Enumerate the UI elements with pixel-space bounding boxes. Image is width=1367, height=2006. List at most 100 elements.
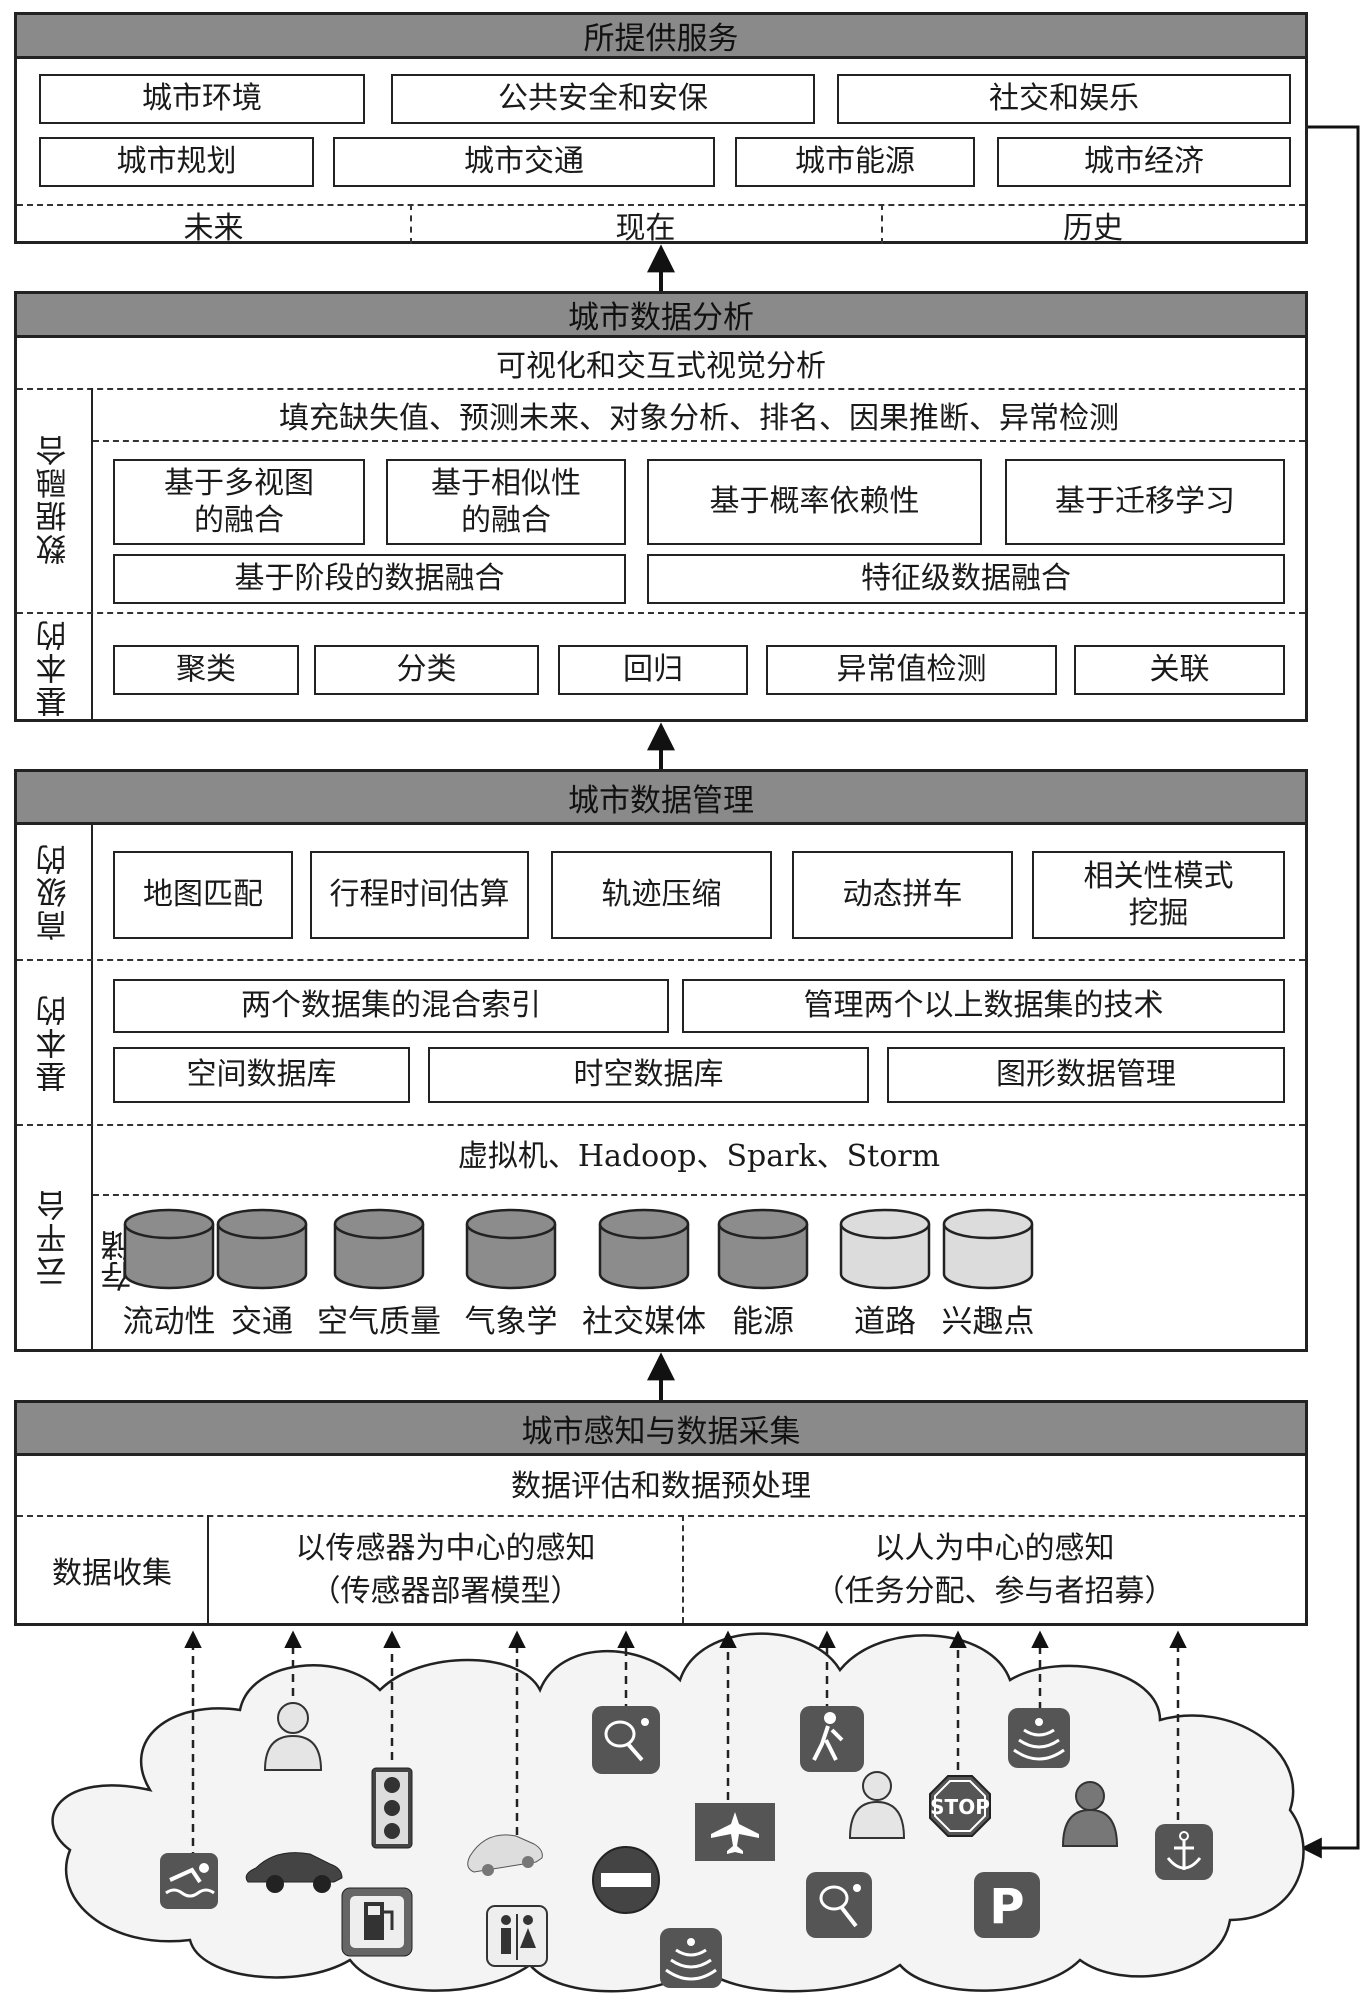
service-urban-environment: 城市环境	[39, 74, 365, 124]
database-icon	[216, 1208, 308, 1290]
human-centric-sensing: 以人为中心的感知 （任务分配、参与者招募）	[814, 1530, 1175, 1610]
storage-database-3	[333, 1208, 425, 1292]
restroom-icon	[486, 1905, 548, 1967]
data-collection: 数据收集	[52, 1556, 172, 1591]
airplane-icon	[695, 1803, 775, 1861]
storage-label-1: 流动性	[122, 1304, 216, 1340]
stop-sign-icon: STOP	[929, 1775, 991, 1837]
service-urban-energy: 城市能源	[735, 137, 975, 187]
analytics-label-column	[91, 388, 93, 722]
management-divider	[17, 959, 1305, 961]
fusion-transfer: 基于迁移学习	[1005, 459, 1285, 545]
svg-text:STOP: STOP	[930, 1795, 990, 1819]
sensing-column-divider	[682, 1515, 684, 1623]
data-preprocessing: 数据评估和数据预处理	[511, 1469, 811, 1504]
wifi-signal-icon	[1008, 1708, 1070, 1768]
time-present: 现在	[615, 211, 676, 246]
service-social-entertainment: 社交和娱乐	[837, 74, 1291, 124]
service-public-safety: 公共安全和安保	[391, 74, 815, 124]
management-panel: 城市数据管理 高级的 地图匹配 行程时间估算 轨迹压缩 动态拼车 相关性模式 挖…	[14, 769, 1308, 1352]
sensing-title: 城市感知与数据采集	[17, 1403, 1305, 1456]
wifi-signal-icon	[660, 1928, 722, 1988]
basic-hybrid-index: 两个数据集的混合索引	[113, 979, 669, 1033]
storage-database-6	[717, 1208, 809, 1292]
analytics-panel: 城市数据分析 可视化和交互式视觉分析 数据融合 填充缺失值、预测未来、对象分析、…	[14, 291, 1308, 722]
sensing-divider	[17, 1515, 1305, 1517]
fusion-feature-level: 特征级数据融合	[647, 554, 1285, 604]
adv-map-matching: 地图匹配	[113, 851, 293, 939]
svg-text:P: P	[989, 1879, 1024, 1935]
basic-spatial-database: 空间数据库	[113, 1047, 410, 1103]
time-divider	[410, 204, 412, 244]
management-label-column	[91, 825, 93, 1349]
swimming-icon	[160, 1853, 218, 1909]
services-divider	[17, 204, 1305, 206]
basic-classification: 分类	[314, 645, 539, 695]
sensing-panel: 城市感知与数据采集 数据评估和数据预处理 数据收集 以传感器为中心的感知 （传感…	[14, 1400, 1308, 1626]
database-icon	[942, 1208, 1034, 1290]
hiking-icon	[800, 1706, 864, 1772]
car-icon	[467, 1834, 543, 1876]
service-urban-transportation: 城市交通	[333, 137, 715, 187]
database-icon	[123, 1208, 215, 1290]
fusion-multiview: 基于多视图 的融合	[113, 459, 365, 545]
storage-label-4: 气象学	[464, 1304, 558, 1340]
basic-association: 关联	[1074, 645, 1285, 695]
time-future: 未来	[183, 211, 244, 246]
storage-database-2	[216, 1208, 308, 1292]
no-entry-icon	[592, 1846, 660, 1914]
time-history: 历史	[1063, 211, 1123, 246]
basic-outlier-detection: 异常值检测	[766, 645, 1057, 695]
parking-icon: P	[974, 1872, 1040, 1938]
database-icon	[465, 1208, 557, 1290]
basic-multi-dataset-techniques: 管理两个以上数据集的技术	[682, 979, 1285, 1033]
adv-travel-time-estimation: 行程时间估算	[310, 851, 529, 939]
cloud-tech: 虚拟机、Hadoop、Spark、Storm	[457, 1139, 941, 1174]
analytics-divider	[17, 612, 1305, 614]
storage-label-2: 交通	[231, 1304, 293, 1340]
storage-database-4	[465, 1208, 557, 1292]
storage-label-3: 空气质量	[317, 1304, 441, 1340]
fusion-similarity: 基于相似性 的融合	[386, 459, 626, 545]
database-icon	[839, 1208, 931, 1290]
management-divider	[93, 1194, 1305, 1196]
sensing-column-divider	[207, 1515, 209, 1623]
storage-label-7: 道路	[854, 1304, 916, 1340]
storage-database-1	[123, 1208, 215, 1292]
fusion-probabilistic: 基于概率依赖性	[647, 459, 982, 545]
analytics-divider	[17, 388, 1305, 390]
service-urban-planning: 城市规划	[39, 137, 314, 187]
tennis-icon	[806, 1872, 872, 1938]
tennis-icon	[592, 1706, 660, 1774]
adv-correlation-mining: 相关性模式 挖掘	[1032, 851, 1285, 939]
storage-label-8: 兴趣点	[941, 1304, 1035, 1340]
storage-label-6: 能源	[732, 1304, 794, 1340]
analytics-divider	[93, 440, 1305, 442]
person-icon	[1061, 1781, 1119, 1847]
storage-database-7	[839, 1208, 931, 1292]
storage-database-8	[942, 1208, 1034, 1292]
visual-analytics: 可视化和交互式视觉分析	[496, 349, 826, 384]
basic-spatiotemporal-database: 时空数据库	[428, 1047, 869, 1103]
analytics-title: 城市数据分析	[17, 294, 1305, 338]
basic-regression: 回归	[558, 645, 748, 695]
service-urban-economy: 城市经济	[997, 137, 1291, 187]
person-icon	[263, 1702, 323, 1771]
database-icon	[717, 1208, 809, 1290]
adv-trajectory-compression: 轨迹压缩	[551, 851, 772, 939]
database-icon	[598, 1208, 690, 1290]
gas-station-icon	[341, 1887, 413, 1957]
basic-graph-data-management: 图形数据管理	[887, 1047, 1285, 1103]
management-title: 城市数据管理	[17, 772, 1305, 825]
analytics-tasks: 填充缺失值、预测未来、对象分析、排名、因果推断、异常检测	[279, 401, 1119, 436]
anchor-icon	[1155, 1824, 1213, 1880]
management-divider	[17, 1124, 1305, 1126]
storage-database-5	[598, 1208, 690, 1292]
time-divider	[881, 204, 883, 244]
feedback-loop-arrow	[1300, 125, 1360, 1859]
basic-clustering: 聚类	[113, 645, 299, 695]
adv-dynamic-ridesharing: 动态拼车	[792, 851, 1013, 939]
services-title: 所提供服务	[17, 15, 1305, 59]
fusion-stage-based: 基于阶段的数据融合	[113, 554, 626, 604]
